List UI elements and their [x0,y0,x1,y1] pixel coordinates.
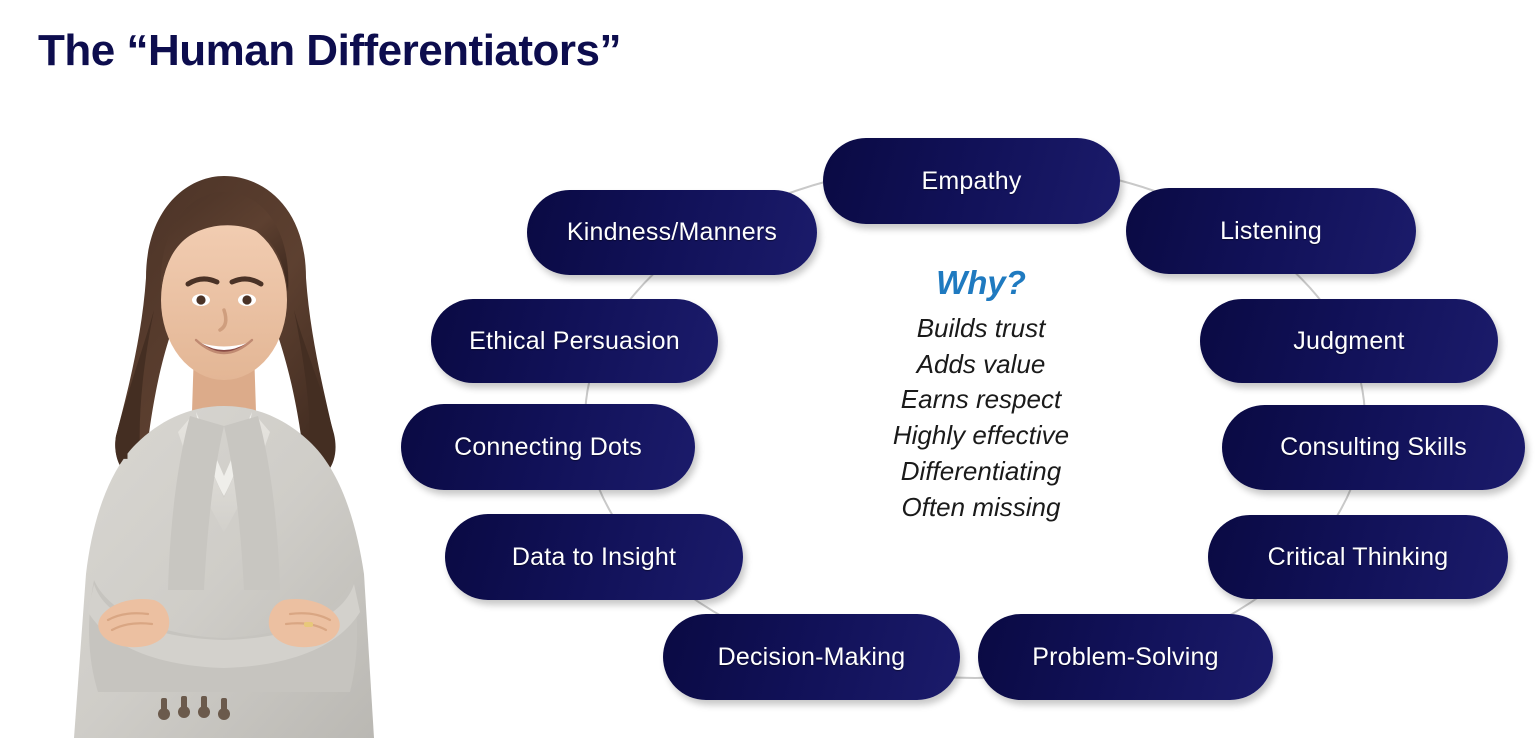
pill-connecting-dots[interactable]: Connecting Dots [401,404,695,490]
pill-label: Connecting Dots [454,432,642,461]
pill-listening[interactable]: Listening [1126,188,1416,274]
pill-label: Decision-Making [717,642,906,671]
why-line: Differentiating [900,456,1062,487]
pill-kindness-manners[interactable]: Kindness/Manners [527,190,817,275]
pill-label: Empathy [921,166,1022,195]
why-line: Earns respect [900,384,1062,415]
why-line: Often missing [901,492,1061,523]
pill-label: Consulting Skills [1280,433,1467,461]
pill-label: Kindness/Manners [566,218,778,246]
pill-critical-thinking[interactable]: Critical Thinking [1208,515,1508,599]
pill-data-to-insight[interactable]: Data to Insight [445,514,743,600]
pill-label: Ethical Persuasion [469,326,680,355]
pill-consulting-skills[interactable]: Consulting Skills [1222,405,1525,490]
pill-label: Data to Insight [511,542,677,571]
pill-label: Critical Thinking [1267,542,1449,571]
pill-ethical-persuasion[interactable]: Ethical Persuasion [431,299,718,383]
businesswoman-photo [38,160,400,738]
why-line: Adds value [916,348,1046,379]
why-line: Highly effective [892,420,1070,451]
why-heading: Why? [936,264,1026,301]
pill-decision-making[interactable]: Decision-Making [663,614,960,700]
businesswoman-illustration [74,176,374,738]
pill-empathy[interactable]: Empathy [823,138,1120,224]
pill-label: Listening [1220,216,1322,245]
pill-label: Problem-Solving [1032,642,1219,671]
pill-judgment[interactable]: Judgment [1200,299,1498,383]
pill-problem-solving[interactable]: Problem-Solving [978,614,1273,700]
page-title: The “Human Differentiators” [38,26,622,75]
why-line: Builds trust [916,312,1046,343]
pill-label: Judgment [1293,326,1405,355]
